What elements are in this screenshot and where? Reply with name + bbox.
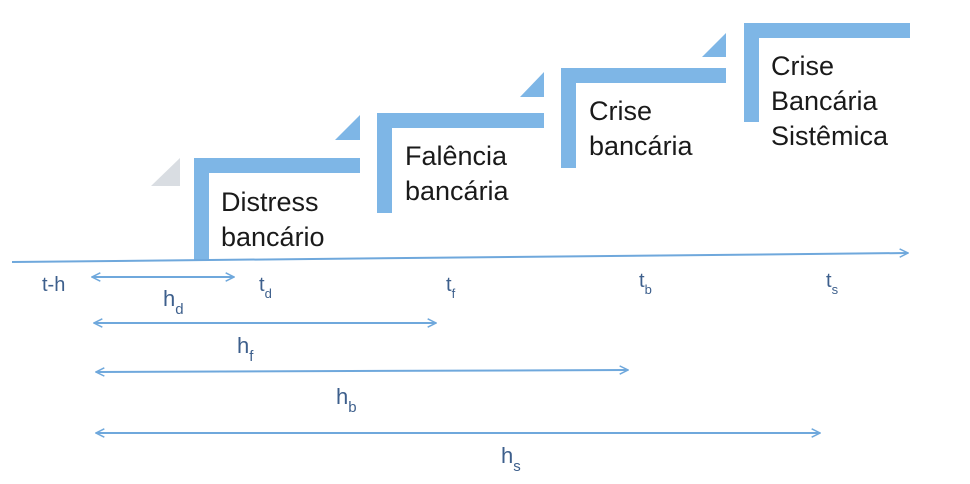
tick-ts: ts — [826, 270, 839, 297]
step-distress: Distress bancário — [194, 115, 360, 260]
step-bar-side-4 — [744, 23, 759, 122]
step-label-1-line1: Distress — [221, 187, 319, 217]
step-crise-sistemica: Crise Bancária Sistêmica — [744, 23, 910, 151]
horizon-label-hd: hd — [163, 286, 184, 318]
step-falencia: Falência bancária — [377, 72, 544, 213]
step-bar-side-2 — [377, 113, 392, 213]
step-label-3-line1: Crise — [589, 96, 652, 126]
step-corner-3 — [702, 33, 726, 57]
horizon-hb-sub: b — [348, 399, 356, 416]
step-label-4-line2: Bancária — [771, 86, 879, 116]
step-corner-1 — [335, 115, 360, 140]
step-bar-top-1 — [194, 158, 360, 173]
horizon-label-hf: hf — [237, 333, 254, 365]
tick-tb-sub: b — [645, 282, 652, 297]
tick-td: td — [259, 274, 272, 301]
step-label-4-line3: Sistêmica — [771, 121, 889, 151]
step-bar-side-1 — [194, 158, 209, 260]
tick-td-sub: d — [265, 286, 272, 301]
tick-ts-base: t — [826, 270, 832, 292]
step-corner-2 — [520, 72, 544, 97]
horizon-hf-sub: f — [249, 348, 254, 365]
tick-tb: tb — [639, 270, 652, 297]
tick-tf: tf — [446, 274, 456, 301]
tick-tf-sub: f — [452, 286, 456, 301]
step-label-3-line2: bancária — [589, 131, 694, 161]
step-bar-top-2 — [377, 113, 544, 128]
horizon-hs-sub: s — [513, 458, 521, 475]
horizon-label-hb: hb — [336, 384, 357, 416]
step-ghost-corner — [151, 158, 180, 186]
tick-tb-base: t — [639, 270, 645, 292]
horizon-hs-base: h — [501, 443, 513, 468]
tick-ts-sub: s — [832, 282, 839, 297]
step-label-1-line2: bancário — [221, 222, 325, 252]
step-crise-bancaria: Crise bancária — [561, 33, 726, 168]
step-label-4-line1: Crise — [771, 51, 834, 81]
tick-origin: t-h — [42, 274, 65, 296]
horizon-hf-base: h — [237, 333, 249, 358]
time-axis — [11, 253, 908, 263]
tick-tf-base: t — [446, 274, 452, 296]
step-bar-side-3 — [561, 68, 576, 168]
tick-td-base: t — [259, 274, 265, 296]
horizon-label-hs: hs — [501, 443, 521, 475]
step-bar-top-4 — [744, 23, 910, 38]
step-bar-top-3 — [561, 68, 726, 83]
horizon-hb-base: h — [336, 384, 348, 409]
horizon-arrow-hb — [96, 370, 628, 372]
step-label-2-line1: Falência — [405, 141, 508, 171]
horizon-hd-sub: d — [175, 301, 183, 318]
step-label-2-line2: bancária — [405, 176, 510, 206]
horizon-hd-base: h — [163, 286, 175, 311]
